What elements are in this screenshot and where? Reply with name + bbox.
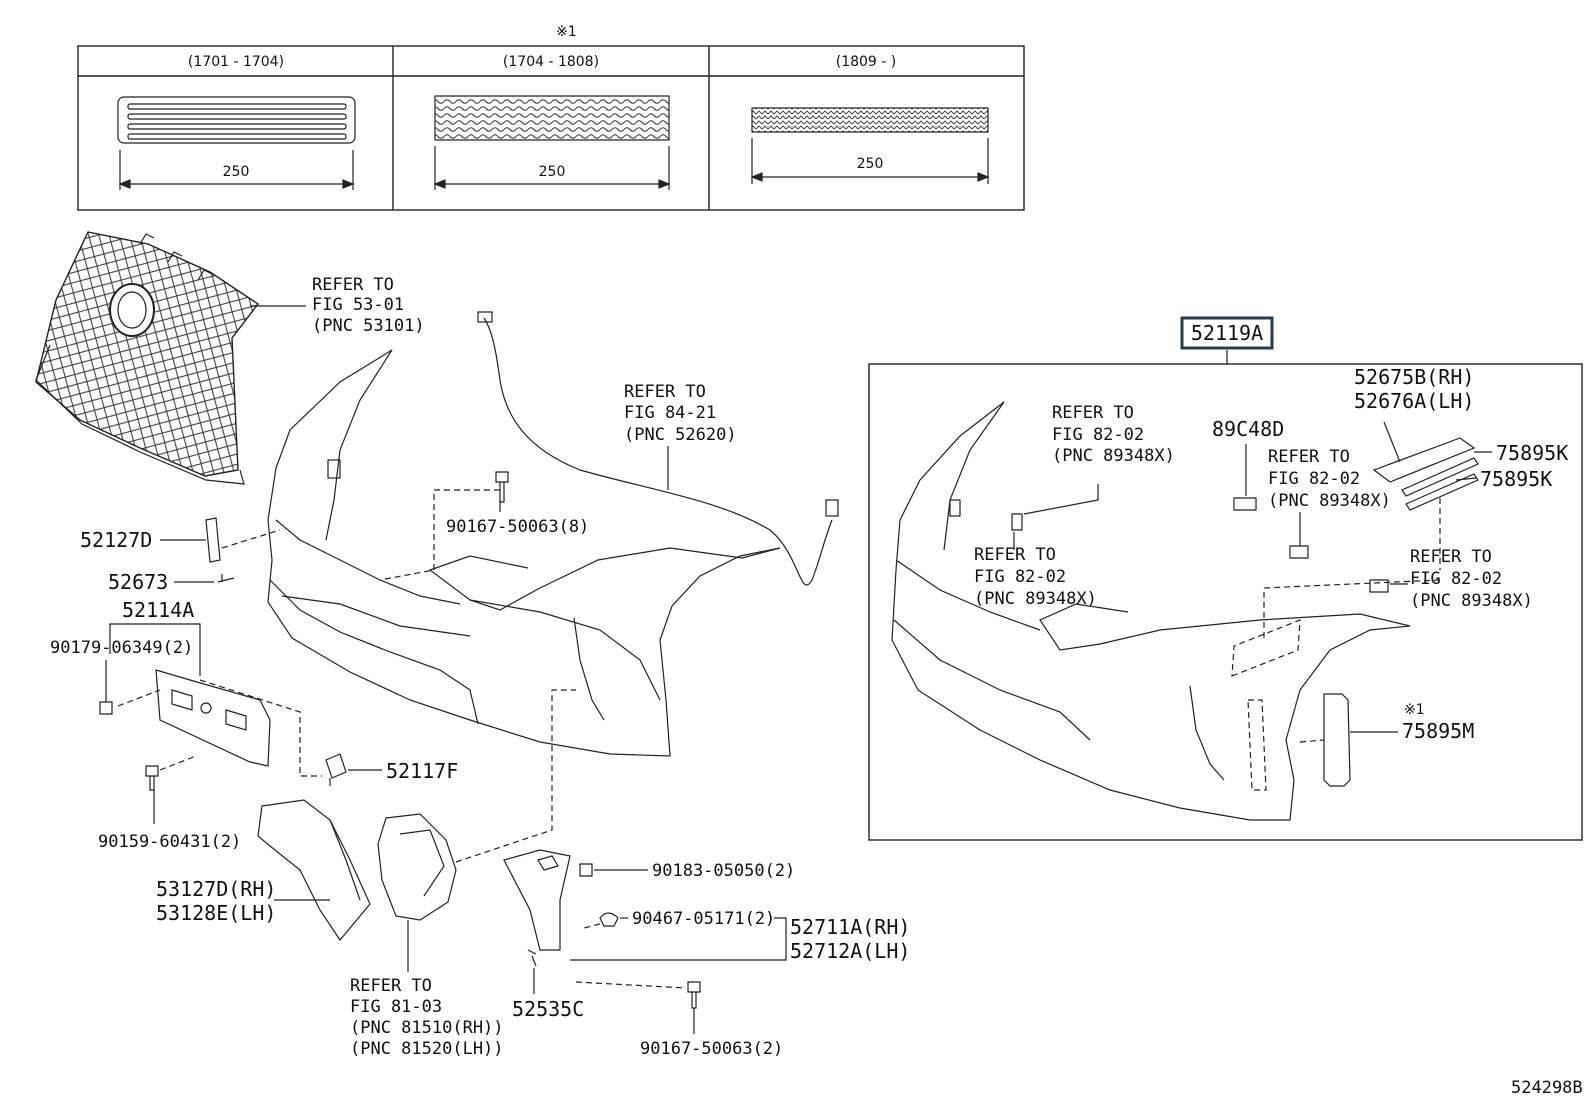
- figure-code: 524298B: [1511, 1078, 1583, 1098]
- strip-75895M: [1323, 693, 1351, 787]
- dash-90167-bottom: [575, 981, 687, 989]
- dash-52114A: [117, 679, 322, 777]
- clip-icon-52673: [217, 574, 235, 583]
- dash-75895M: [1299, 739, 1325, 743]
- license-bracket-52114A: [155, 669, 271, 767]
- leader-52114A: [109, 623, 201, 676]
- label-52712A: 52712A(LH): [790, 939, 910, 963]
- wire-harness: [483, 317, 833, 586]
- label-52117F: 52117F: [386, 759, 458, 783]
- screw-top-dash: [379, 489, 500, 581]
- strip-type-3: [751, 107, 989, 133]
- dash-90159: [159, 755, 197, 771]
- dimension-lines: [118, 138, 990, 190]
- fog-lamp-detail: [399, 829, 445, 897]
- label-52675B: 52675B(RH): [1354, 365, 1474, 389]
- clip-icon-52535C: [527, 949, 537, 967]
- label-90167-top: 90167-50063(8): [446, 517, 589, 537]
- dash-molding: [1263, 498, 1441, 640]
- label-52535C: 52535C: [512, 997, 584, 1021]
- label-90167-bottom: 90167-50063(2): [640, 1039, 783, 1059]
- label-90467: 90467-05171(2): [632, 909, 775, 929]
- table-period-1: (1701 - 1704): [188, 54, 284, 70]
- label-89C48D: 89C48D: [1212, 417, 1284, 441]
- leader-75895K-b: [1455, 477, 1477, 481]
- retainer-icon-52117F: [325, 753, 347, 786]
- strip-75895K-a: [1401, 457, 1479, 497]
- dash-install-area-a: [1231, 619, 1301, 677]
- label-75895K-b: 75895K: [1480, 467, 1552, 491]
- clip-icon-90183: [579, 863, 593, 877]
- sensor-ref-d: REFER TO FIG 82-02 (PNC 89348X): [1410, 547, 1533, 611]
- dash-install-area-b: [1247, 699, 1267, 791]
- dash-52127D: [221, 529, 281, 549]
- sensor-ref-b: REFER TO FIG 82-02 (PNC 89348X): [974, 545, 1097, 609]
- bracket-hole: [200, 702, 212, 714]
- sensor-icon-a: [1011, 513, 1023, 531]
- sensor-icon-c: [1289, 545, 1309, 559]
- table-period-3: (1809 - ): [836, 54, 897, 70]
- nut-icon-90179: [99, 701, 113, 715]
- sensor-icon-d: [1369, 579, 1389, 593]
- label-52676A: 52676A(LH): [1354, 389, 1474, 413]
- label-75895M: 75895M: [1402, 719, 1474, 743]
- dim-1: 250: [223, 164, 250, 180]
- screw-icon-top: [495, 471, 509, 503]
- sensor-icon-89C48D: [1233, 497, 1257, 511]
- sensor-ref-c: REFER TO FIG 82-02 (PNC 89348X): [1268, 447, 1391, 511]
- label-52114A: 52114A: [122, 598, 194, 622]
- label-90179: 90179-06349(2): [50, 638, 193, 658]
- dim-2: 250: [539, 164, 566, 180]
- strip-type-2: [434, 95, 670, 141]
- harness-connector-b: [825, 499, 839, 517]
- label-52119A: 52119A: [1191, 321, 1263, 345]
- screw-icon-90167-bottom: [687, 981, 701, 1009]
- harness-refer: REFER TO FIG 84-21 (PNC 52620): [624, 382, 737, 445]
- strip-75895K-b: [1405, 473, 1479, 511]
- screw-icon-90159: [145, 765, 159, 791]
- air-duct-53127D: [257, 799, 371, 942]
- table-note-mark: ※1: [556, 24, 577, 40]
- bracket-icon-52127D: [205, 517, 221, 563]
- assembly-label-box: [1180, 316, 1274, 350]
- label-90183: 90183-05050(2): [652, 861, 795, 881]
- molding-52675B: [1372, 437, 1476, 483]
- label-53127D: 53127D(RH): [156, 877, 276, 901]
- leader-52675B: [1383, 421, 1401, 463]
- sensor-ref-a: REFER TO FIG 82-02 (PNC 89348X): [1052, 403, 1175, 466]
- fog-lamp-assembly: [377, 813, 457, 921]
- duct-detail: [329, 819, 361, 901]
- label-75895K-a: 75895K: [1496, 441, 1568, 465]
- bumper-cover-assembly: [891, 401, 1411, 821]
- side-bracket-detail: [537, 855, 559, 871]
- variant-table: (1701 - 1704) (1704 - 1808) (1809 - ): [77, 45, 1025, 211]
- label-52673: 52673: [108, 570, 168, 594]
- harness-connector-a: [477, 311, 493, 323]
- bracket-52711A: [570, 917, 787, 961]
- note-mark-75895M: ※1: [1404, 702, 1425, 718]
- dash-90467: [583, 923, 601, 929]
- fog-lamp-dash: [455, 689, 576, 863]
- leader-sensor-a: [1023, 484, 1099, 515]
- grille-refer: REFER TO FIG 53-01 (PNC 53101): [312, 275, 425, 336]
- label-52127D: 52127D: [80, 528, 152, 552]
- label-52711A: 52711A(RH): [790, 915, 910, 939]
- label-90159: 90159-60431(2): [98, 832, 241, 852]
- dim-3: 250: [857, 156, 884, 172]
- table-period-2: (1704 - 1808): [503, 54, 599, 70]
- fog-lamp-refer: REFER TO FIG 81-03 (PNC 81510(RH)) (PNC …: [350, 976, 514, 1059]
- assembly-box: [868, 363, 1583, 841]
- side-bracket-52711A: [503, 849, 571, 951]
- radiator-grille: [35, 231, 260, 485]
- clip-icon-90467: [599, 912, 619, 927]
- label-53128E: 53128E(LH): [156, 901, 276, 925]
- bracket-detail: [171, 689, 247, 731]
- bumper-cover-left: [267, 349, 781, 757]
- strip-type-1: [117, 96, 356, 144]
